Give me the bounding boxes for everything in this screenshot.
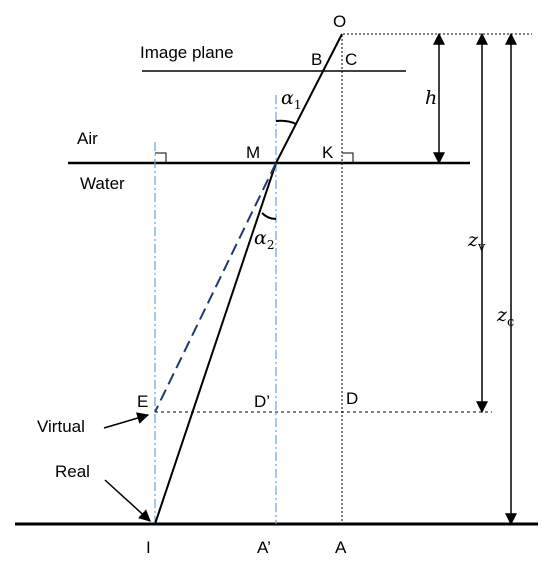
label-M: M <box>246 143 260 162</box>
h-label: h <box>425 87 437 109</box>
alpha2-arc <box>261 212 277 220</box>
real-label: Real <box>55 462 90 481</box>
label-A-prime: A’ <box>257 538 271 557</box>
alpha1-arc <box>275 119 297 125</box>
real-pointer-arrow <box>104 479 151 522</box>
water-label: Water <box>80 174 125 193</box>
label-D: D <box>346 389 358 408</box>
label-C: C <box>345 50 357 69</box>
virtual-pointer-arrow <box>103 412 150 429</box>
virtual-ray <box>154 162 277 413</box>
label-O: O <box>333 12 346 31</box>
label-D-prime: D’ <box>254 392 270 411</box>
label-A: A <box>335 538 347 557</box>
label-K: K <box>322 143 334 162</box>
virtual-label: Virtual <box>37 417 85 436</box>
image-plane-label: Image plane <box>140 43 234 62</box>
label-I: I <box>146 538 151 557</box>
refracted-ray <box>154 162 277 525</box>
alpha1-label: α1 <box>281 87 301 112</box>
air-label: Air <box>77 129 98 148</box>
incident-ray <box>275 33 343 164</box>
right-angle-mark-left <box>155 152 167 163</box>
right-angle-mark-right <box>342 152 354 163</box>
zc-label: zc <box>496 304 514 330</box>
zv-label: zv <box>467 229 486 255</box>
label-E: E <box>137 392 148 411</box>
label-B: B <box>311 50 322 69</box>
alpha2-label: α2 <box>254 227 274 252</box>
